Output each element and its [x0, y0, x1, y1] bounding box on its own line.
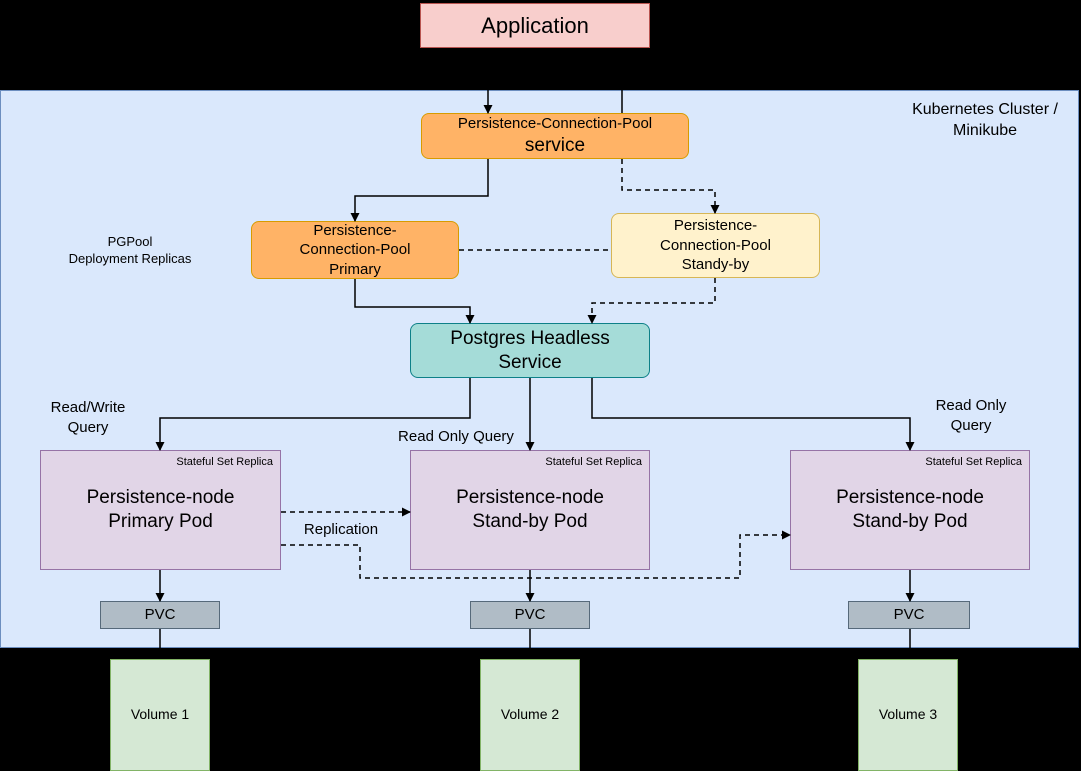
pod-standby2-label-line1: Persistence-node [836, 487, 984, 509]
pool-service-node: Persistence-Connection-Pool service [421, 113, 689, 159]
pool-primary-label-line3: Primary [329, 260, 381, 278]
pod-primary-label-line1: Persistence-node [86, 487, 235, 509]
pvc-node-1: PVC [100, 601, 220, 629]
stateful-set-replica-badge: Stateful Set Replica [176, 456, 273, 468]
volume-node-2: Volume 2 [480, 659, 580, 771]
pool-standby-label-line2: Connection-Pool [660, 236, 771, 254]
stateful-set-replica-badge: Stateful Set Replica [925, 456, 1022, 468]
pod-primary-label-line2: Primary Pod [108, 511, 213, 532]
read-only-query-label-center: Read Only Query [398, 428, 514, 445]
persistence-node-standby-pod-1: Stateful Set Replica Persistence-node St… [410, 450, 650, 570]
kubernetes-cluster-label: Kubernetes Cluster / Minikube [894, 100, 1076, 142]
headless-service-label-line2: Service [498, 351, 562, 373]
pod-standby2-label-line2: Stand-by Pod [852, 511, 968, 532]
volume-node-1: Volume 1 [110, 659, 210, 771]
postgres-headless-service-node: Postgres Headless Service [410, 323, 650, 378]
pgpool-label-line1: PGPool [107, 234, 153, 249]
pool-standby-node: Persistence- Connection-Pool Standy-by [611, 213, 820, 278]
stateful-set-replica-badge: Stateful Set Replica [545, 456, 642, 468]
kubernetes-cluster-label-line1: Kubernetes Cluster / [912, 101, 1058, 118]
read-write-query-label-line1: Read/Write [50, 399, 126, 416]
pool-standby-label-line1: Persistence- [673, 217, 758, 235]
pod-standby1-label-line2: Stand-by Pod [472, 511, 588, 532]
headless-service-label-line1: Postgres Headless [450, 327, 610, 349]
read-only-query-right-line2: Query [950, 416, 992, 434]
replication-label: Replication [303, 521, 379, 538]
persistence-node-standby-pod-2: Stateful Set Replica Persistence-node St… [790, 450, 1030, 570]
application-node: Application [420, 3, 650, 48]
pvc-node-2: PVC [470, 601, 590, 629]
read-write-query-label-line2: Query [67, 418, 109, 436]
pool-primary-label-line1: Persistence- [313, 221, 397, 239]
pod-standby1-label-line1: Persistence-node [456, 487, 604, 509]
read-only-query-label-right: Read Only Query [925, 396, 1017, 435]
pool-service-label-line2: service [524, 134, 586, 156]
pgpool-label-line2: Deployment Replicas [68, 250, 192, 266]
persistence-node-primary-pod: Stateful Set Replica Persistence-node Pr… [40, 450, 281, 570]
pvc-node-3: PVC [848, 601, 970, 629]
pool-primary-node: Persistence- Connection-Pool Primary [251, 221, 459, 279]
pool-service-label-line1: Persistence-Connection-Pool [457, 114, 653, 132]
volume-node-3: Volume 3 [858, 659, 958, 771]
read-write-query-label: Read/Write Query [40, 398, 136, 437]
pgpool-deployment-replicas-label: PGPool Deployment Replicas [55, 234, 205, 268]
kubernetes-cluster-label-line2: Minikube [952, 121, 1018, 139]
application-label: Application [481, 12, 589, 38]
pool-primary-label-line2: Connection-Pool [299, 241, 411, 259]
pool-standby-label-line3: Standy-by [681, 256, 750, 274]
read-only-query-right-line1: Read Only [935, 397, 1007, 414]
